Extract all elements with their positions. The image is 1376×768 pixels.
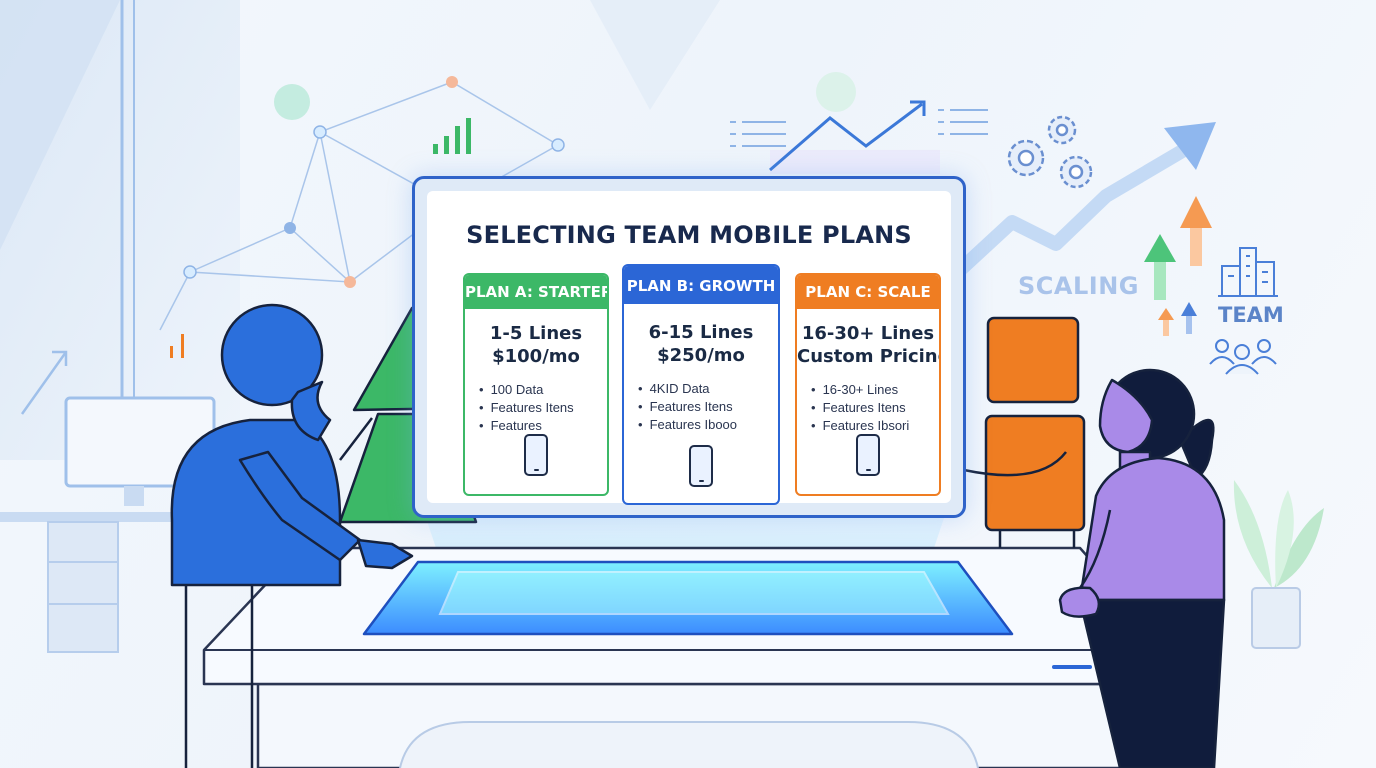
- team-label: TEAM: [1218, 303, 1284, 327]
- presentation-screen: SELECTING TEAM MOBILE PLANS PLAN A: STAR…: [412, 176, 966, 518]
- plan-card-starter[interactable]: PLAN A: STARTER 1-5 Lines $100/mo 100 Da…: [463, 273, 609, 496]
- background-desk: [0, 396, 230, 653]
- scaling-label: SCALING: [1018, 272, 1139, 300]
- plan-header: PLAN A: STARTER: [465, 275, 607, 309]
- network-graph: [159, 81, 560, 331]
- growth-arrows: [1144, 196, 1212, 336]
- phone-icon: [856, 434, 880, 476]
- plan-feature: Features Itens: [638, 398, 778, 416]
- team-icon: [1209, 339, 1277, 375]
- plan-feature-list: 100 Data Features Itens Features: [479, 381, 607, 435]
- plan-lines: 1-5 Lines: [489, 323, 583, 344]
- glow-pad: [362, 560, 1014, 636]
- purple-person: [1058, 368, 1226, 768]
- phone-icon: [689, 445, 713, 487]
- plan-card-scale[interactable]: PLAN C: SCALE 16-30+ Lines Custom Pricin…: [795, 273, 941, 496]
- bar-chart-icon: [433, 118, 471, 154]
- plan-feature: Features Itens: [811, 399, 939, 417]
- plan-feature-list: 16-30+ Lines Features Itens Features Ibs…: [811, 381, 939, 435]
- plan-feature: 4KID Data: [638, 380, 778, 398]
- plan-price: $250/mo: [657, 345, 745, 366]
- plan-price: $100/mo: [492, 346, 580, 367]
- plan-header: PLAN C: SCALE: [797, 275, 939, 309]
- plant-decoration: [1233, 480, 1324, 649]
- plan-feature: Features: [479, 417, 607, 435]
- screen-content: SELECTING TEAM MOBILE PLANS PLAN A: STAR…: [427, 191, 951, 505]
- line-chart-decoration: [590, 0, 988, 174]
- plan-price: Custom Pricing: [797, 346, 941, 367]
- background-window: [0, 0, 240, 460]
- plan-feature: 16-30+ Lines: [811, 381, 939, 399]
- plan-feature-list: 4KID Data Features Itens Features Ibooo: [638, 380, 778, 434]
- plan-lines: 6-15 Lines: [648, 322, 754, 343]
- plan-header: PLAN B: GROWTH: [624, 266, 778, 304]
- plan-feature: 100 Data: [479, 381, 607, 399]
- screen-title: SELECTING TEAM MOBILE PLANS: [466, 221, 912, 249]
- plan-feature: Features Itens: [479, 399, 607, 417]
- mini-bar-icon: [170, 334, 184, 358]
- plan-feature: Features Ibooo: [638, 416, 778, 434]
- plan-lines: 16-30+ Lines: [801, 323, 935, 344]
- plan-card-growth[interactable]: PLAN B: GROWTH 6-15 Lines $250/mo 4KID D…: [622, 264, 780, 505]
- plan-feature: Features Ibsori: [811, 417, 939, 435]
- gear-icon: [1007, 115, 1093, 189]
- phone-icon: [524, 434, 548, 476]
- trend-arrow-icon: [20, 350, 68, 415]
- scaling-trend-arrow: [955, 122, 1216, 276]
- blue-person: [170, 303, 414, 768]
- building-icon: [1218, 247, 1278, 297]
